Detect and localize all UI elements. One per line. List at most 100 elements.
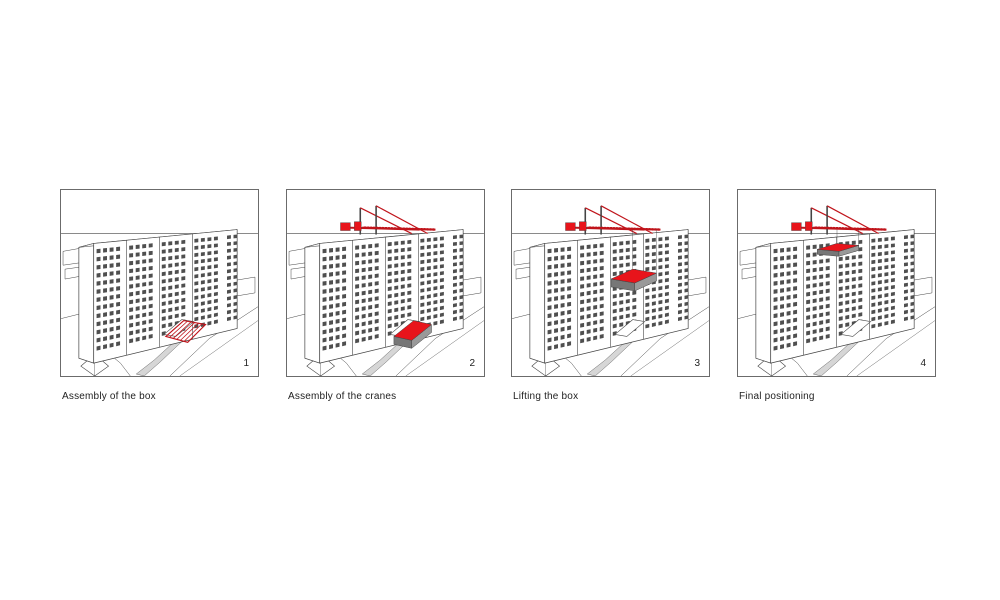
window (871, 259, 876, 265)
window (780, 344, 785, 350)
window (168, 270, 173, 276)
window (658, 265, 663, 270)
window (910, 274, 915, 279)
window (580, 260, 585, 266)
window (547, 305, 552, 311)
window (103, 304, 108, 309)
window (407, 247, 412, 252)
window (845, 285, 850, 290)
window (677, 309, 682, 315)
window (560, 247, 565, 252)
window (851, 299, 856, 304)
window (884, 307, 889, 312)
window (812, 321, 817, 327)
window (400, 284, 405, 289)
window (890, 298, 895, 304)
building-side (304, 242, 321, 364)
window (812, 275, 817, 280)
window (452, 275, 457, 281)
window (433, 300, 438, 305)
window (142, 327, 147, 333)
window (148, 318, 153, 324)
box-frame-rib (169, 320, 188, 338)
window (619, 248, 624, 253)
window (819, 320, 824, 325)
window (368, 259, 373, 264)
window (420, 309, 425, 315)
window (658, 272, 663, 277)
ground-line (395, 306, 484, 376)
window (322, 329, 327, 335)
window (342, 286, 347, 291)
window (560, 318, 565, 324)
window (845, 307, 850, 313)
window (161, 308, 166, 314)
caption-final-positioning: Final positioning (739, 391, 815, 402)
window (593, 266, 598, 272)
window (554, 344, 559, 350)
window (812, 267, 817, 273)
window (838, 271, 843, 277)
window (96, 329, 101, 335)
window (812, 306, 817, 311)
window (910, 308, 915, 313)
window (342, 262, 347, 267)
window (374, 265, 379, 271)
window (174, 255, 179, 260)
diagram-panel-4: 4 (737, 189, 936, 377)
window (793, 317, 798, 323)
window (819, 289, 824, 295)
window (806, 299, 811, 305)
window (884, 293, 889, 298)
window (780, 248, 785, 253)
window (322, 281, 327, 286)
window (625, 247, 630, 253)
window (342, 317, 347, 323)
window (459, 308, 464, 313)
window (129, 330, 134, 336)
window (884, 314, 889, 319)
window (612, 316, 617, 321)
window (819, 297, 824, 302)
window (890, 291, 895, 297)
window (207, 265, 212, 270)
window (335, 310, 340, 316)
window (174, 247, 179, 253)
window (109, 271, 114, 276)
window (599, 296, 604, 301)
window (651, 251, 656, 257)
window (161, 241, 166, 247)
window (664, 257, 669, 262)
window (181, 239, 186, 245)
window (664, 298, 669, 304)
window (355, 245, 360, 250)
window (819, 282, 824, 287)
window (658, 314, 663, 319)
window (213, 264, 218, 269)
window (586, 336, 591, 342)
window (213, 305, 218, 311)
window (884, 237, 889, 242)
window (233, 268, 238, 273)
window (586, 283, 591, 288)
window (355, 322, 360, 328)
window (890, 236, 895, 241)
window (871, 288, 876, 293)
window (200, 301, 205, 306)
window (871, 252, 876, 257)
window (567, 317, 572, 323)
window (625, 306, 630, 311)
window (329, 312, 334, 317)
window (420, 288, 425, 293)
window (619, 307, 624, 313)
window (593, 282, 598, 287)
window (910, 288, 915, 293)
window (168, 248, 173, 253)
window (226, 255, 231, 260)
window (658, 293, 663, 298)
window (407, 283, 412, 288)
diagram-panel-1: 1 (60, 189, 259, 377)
window (129, 291, 134, 297)
window (825, 311, 830, 316)
window (96, 313, 101, 319)
